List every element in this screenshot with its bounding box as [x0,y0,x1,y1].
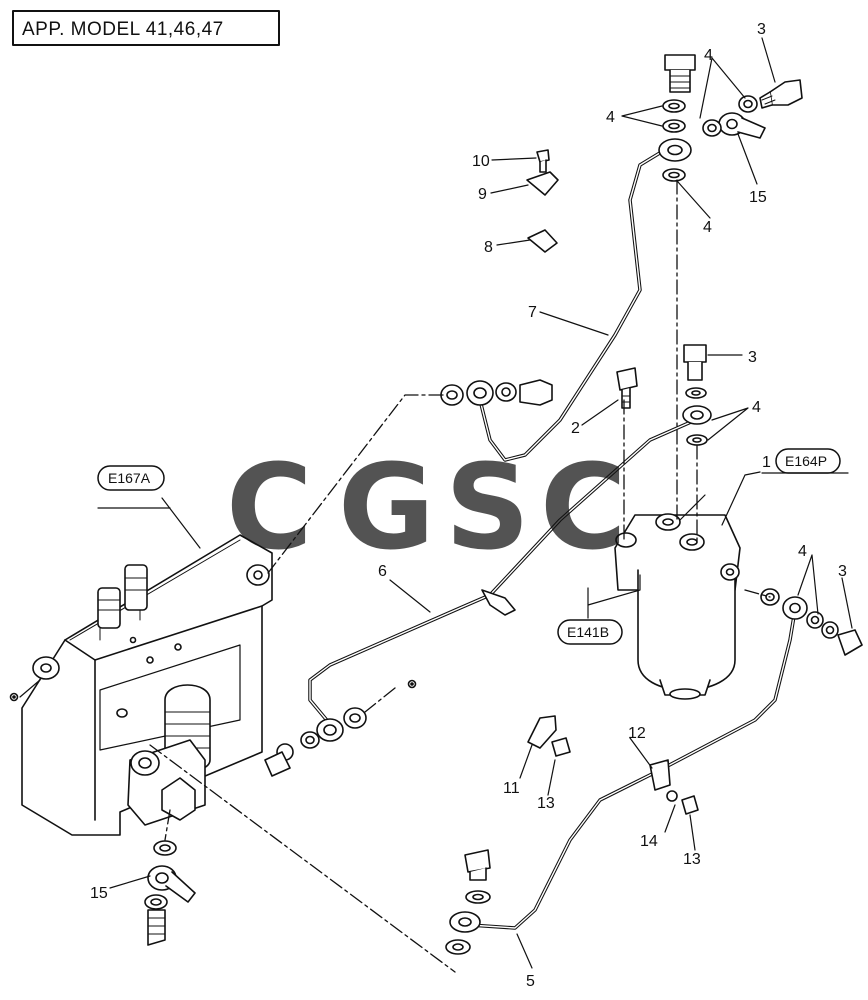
ref-dot [9,692,19,702]
eye-bolt [760,588,863,656]
watermark-letter: C [540,438,627,576]
ref-box-e167a [97,465,165,491]
watermark: C G S C [226,438,627,576]
ref-label-e167a: E167A [108,470,151,486]
ref-dot [12,695,16,699]
callout-2: 2 [571,420,580,437]
clamp-plate [527,715,557,749]
small-bolt [536,149,550,173]
callout-15: 15 [90,885,108,902]
ref-dot [407,679,417,689]
watermark-letter: S [445,438,530,576]
eye-bolt [264,707,367,777]
washer [666,790,678,802]
callout-3: 3 [748,349,757,366]
callout-5: 5 [526,973,535,990]
ref-dot [410,682,414,686]
callout-15: 15 [749,189,767,206]
callout-1: 1 [762,454,771,471]
small-bolt [681,795,699,815]
small-bolt [551,737,571,757]
ref-label-e164p: E164P [785,453,827,469]
callout-12: 12 [628,725,646,742]
callout-3: 3 [838,563,847,580]
pipe-clamp [481,589,516,616]
callout-4: 4 [752,399,761,416]
fuel-filter [614,513,741,700]
banjo-fitting [702,79,803,139]
callout-13: 13 [537,795,555,812]
air-vent-bolt [616,367,638,409]
callout-11: 11 [503,780,520,797]
pipe-clamp [649,759,671,791]
callout-4: 4 [798,543,807,560]
callout-14: 14 [640,833,658,850]
clip-plate [527,229,558,253]
eye-bolt [440,379,553,406]
watermark-letter: C [226,438,313,576]
ref-label-e141b: E141B [567,624,609,640]
injection-pump [21,534,273,836]
title-box [12,10,280,46]
callout-3: 3 [757,21,766,38]
watermark-letter: G [338,438,435,576]
callout-4: 4 [703,219,712,236]
callout-10: 10 [472,153,490,170]
leader-lines [109,37,853,969]
fuel-pipe-7 [478,146,670,462]
callout-7: 7 [528,304,537,321]
page-title: APP. MODEL 41,46,47 [22,19,224,40]
eye-bolt [658,54,696,182]
fuel-pipe-5 [468,608,797,930]
eye-bolt [682,344,712,446]
clamp-plate [526,171,559,196]
callout-4: 4 [704,47,713,64]
eye-bolt [445,849,491,955]
callout-6: 6 [378,563,387,580]
ref-box-e141b [557,619,623,645]
callout-8: 8 [484,239,493,256]
callout-13: 13 [683,851,701,868]
assembly-lines [149,179,771,973]
banjo-fitting [144,840,196,946]
callout-4: 4 [606,109,615,126]
callout-9: 9 [478,186,487,203]
